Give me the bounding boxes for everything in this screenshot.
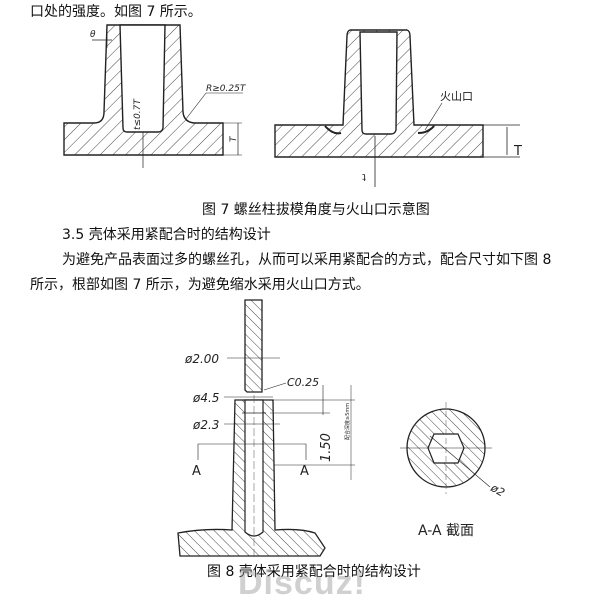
figure-7-caption: 图 7 螺丝柱拔模角度与火山口示意图 — [202, 202, 430, 218]
diameter-2-3: ø2.3 — [192, 418, 219, 432]
volcano-label: 火山口 — [440, 90, 473, 103]
paragraph-line-1: 为避免产品表面过多的螺丝孔，从而可以采用紧配合的方式，配合尺寸如下图 8 — [62, 252, 552, 268]
section-heading: 3.5 壳体采用紧配合时的结构设计 — [62, 227, 271, 243]
diameter-2: ø2 — [488, 481, 507, 500]
section-mark-a-right: A — [300, 464, 309, 479]
T-label-left: T — [229, 135, 239, 142]
fit-depth-note: 配合深度≥5mm — [344, 403, 351, 440]
diameter-4-5: ø4.5 — [192, 391, 219, 405]
diameter-2-00: ø2.00 — [184, 352, 219, 366]
length-1-50: 1.50 — [319, 433, 334, 462]
watermark: Discuz! — [238, 564, 366, 600]
t-label-right: t — [362, 171, 366, 182]
fig7-left-drawing: θ R≥0.25T t≤0.7T T — [63, 24, 247, 168]
section-aa-label: A-A 截面 — [418, 523, 474, 539]
chamfer-c025: C0.25 — [287, 376, 319, 389]
radius-label: R≥0.25T — [206, 84, 247, 94]
fig7-right-drawing: 火山口 t T — [274, 29, 522, 187]
theta-label: θ — [90, 30, 96, 40]
paragraph-line-2: 所示，根部如图 7 所示，为避免缩水采用火山口方式。 — [30, 277, 370, 293]
paragraph-top: 口处的强度。如图 7 所示。 — [30, 4, 202, 20]
figure-8-caption: 图 8 壳体采用紧配合时的结构设计 — [207, 564, 421, 580]
fig8-drawing: ø2.00 C0.25 ø4.5 ø2.3 1.50 配合深度≥5mm A A … — [177, 299, 507, 560]
T-label-right: T — [513, 144, 522, 159]
thickness-label: t≤0.7T — [133, 98, 143, 130]
section-mark-a-left: A — [192, 464, 201, 479]
